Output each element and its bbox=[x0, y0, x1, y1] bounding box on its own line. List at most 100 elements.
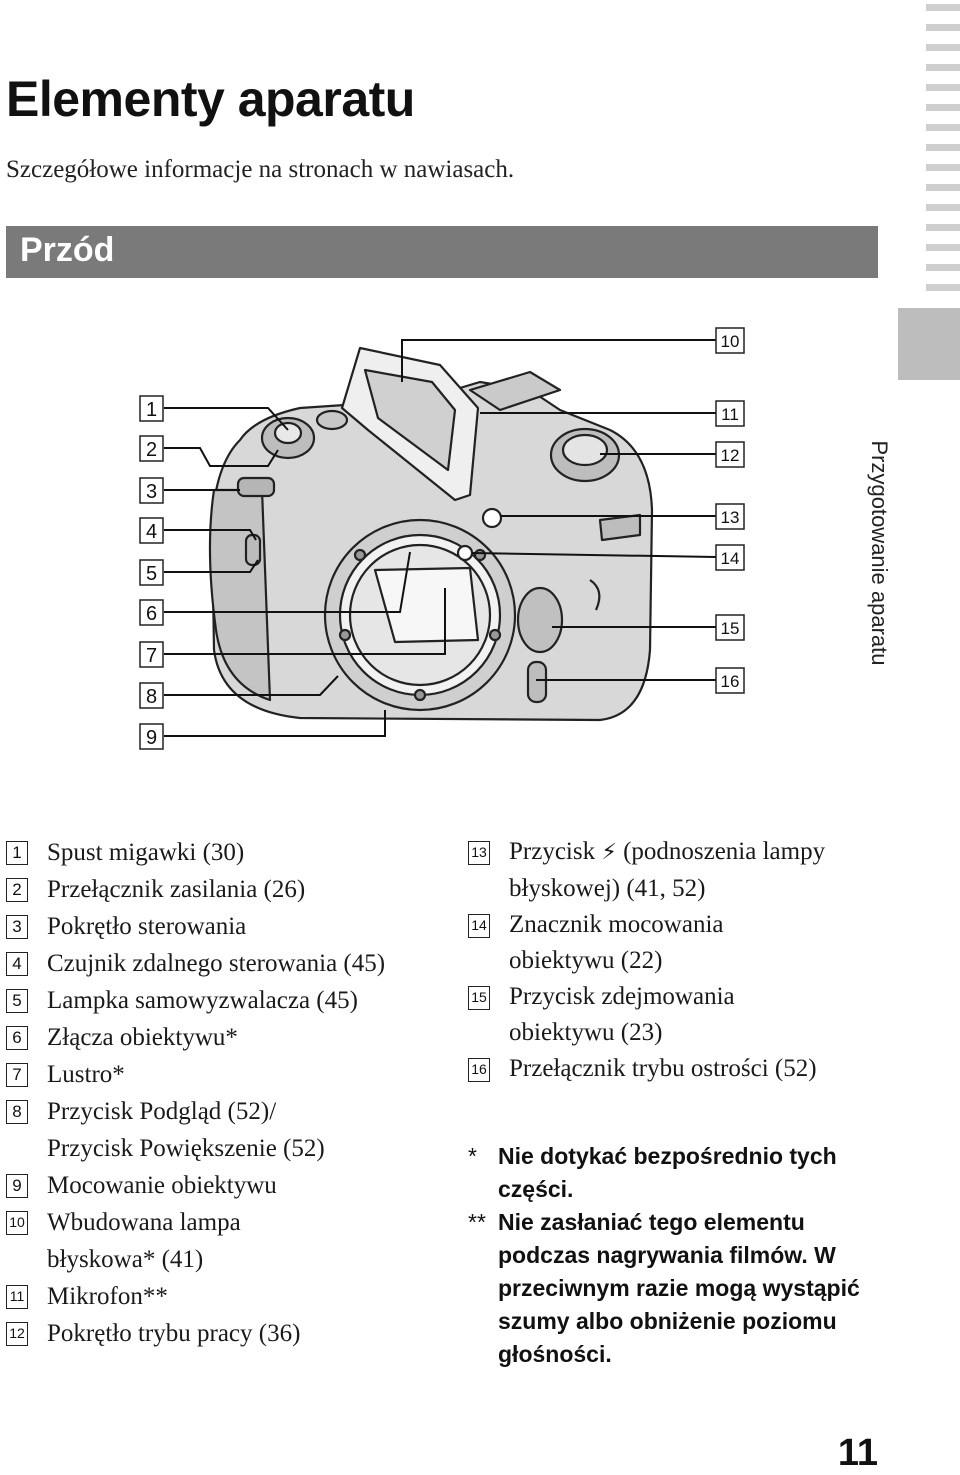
callout-label: 11 bbox=[721, 405, 739, 424]
footnote: ** Nie zasłaniać tego elementu podczas na… bbox=[468, 1206, 888, 1371]
callout-label: 16 bbox=[721, 672, 740, 691]
callout-label: 1 bbox=[146, 399, 157, 421]
callout-label: 9 bbox=[146, 727, 157, 749]
legend-number: 3 bbox=[6, 915, 28, 939]
side-tab-marker bbox=[898, 308, 960, 380]
legend-item: 6 Złącza obiektywu* bbox=[6, 1019, 426, 1056]
mirror bbox=[373, 566, 480, 644]
callout-label: 7 bbox=[146, 645, 157, 667]
legend-item: 5 Lampka samowyzwalacza (45) bbox=[6, 982, 426, 1019]
legend-text-before: Przycisk bbox=[509, 838, 596, 865]
legend-number: 16 bbox=[468, 1058, 490, 1082]
callout-label: 3 bbox=[146, 481, 157, 503]
callout-10: 10 bbox=[715, 327, 745, 354]
legend-text: Czujnik zdalnego sterowania (45) bbox=[47, 950, 386, 977]
legend-text: Pokrętło sterowania bbox=[47, 913, 247, 940]
legend-text: Wbudowana lampa błyskowa* (41) bbox=[47, 1209, 241, 1273]
legend-number: 10 bbox=[6, 1211, 28, 1235]
section-header: Przód bbox=[6, 226, 878, 278]
legend-number: 15 bbox=[468, 986, 490, 1010]
legend-item: 15 Przycisk zdejmowania obiektywu (23) bbox=[468, 979, 888, 1051]
legend-text: Przycisk ⚡ (podnoszenia lampy błyskowej)… bbox=[509, 834, 888, 907]
flash-icon: ⚡ bbox=[601, 840, 617, 865]
page-title: Elementy aparatu bbox=[6, 71, 415, 127]
legend-item: 9 Mocowanie obiektywu bbox=[6, 1167, 426, 1204]
page-subtitle: Szczegółowe informacje na stronach w naw… bbox=[6, 156, 515, 183]
legend-left: 1 Spust migawki (30) 2 Przełącznik zasilan… bbox=[6, 834, 426, 1352]
legend-number: 9 bbox=[6, 1174, 28, 1198]
callout-4: 4 bbox=[139, 517, 164, 544]
callout-2: 2 bbox=[139, 435, 164, 462]
callouts-right: 10 11 12 13 14 15 16 bbox=[715, 327, 745, 694]
legend-number: 5 bbox=[6, 989, 28, 1013]
legend-number: 7 bbox=[6, 1063, 28, 1087]
decorative-stripes bbox=[926, 0, 960, 300]
callout-label: 4 bbox=[146, 521, 157, 543]
legend-text: Przełącznik zasilania (26) bbox=[47, 876, 306, 903]
callout-15: 15 bbox=[715, 614, 745, 641]
legend-text: Przycisk Podgląd (52)/ Przycisk Powiększ… bbox=[47, 1098, 325, 1162]
callout-label: 15 bbox=[721, 619, 740, 638]
callout-label: 14 bbox=[721, 549, 740, 568]
legend-item: 1 Spust migawki (30) bbox=[6, 834, 426, 871]
legend-item: 2 Przełącznik zasilania (26) bbox=[6, 871, 426, 908]
legend-number: 8 bbox=[6, 1100, 28, 1124]
legend-text: Przełącznik trybu ostrości (52) bbox=[509, 1055, 817, 1082]
legend-text-after: (podnoszenia lampy błyskowej) (41, 52) bbox=[509, 838, 826, 902]
legend-number: 2 bbox=[6, 878, 28, 902]
legend-item: 7 Lustro* bbox=[6, 1056, 426, 1093]
footnote-text: Nie zasłaniać tego elementu podczas nagr… bbox=[498, 1209, 860, 1367]
legend-number: 4 bbox=[6, 952, 28, 976]
callout-6: 6 bbox=[139, 599, 164, 626]
legend-item: 16 Przełącznik trybu ostrości (52) bbox=[468, 1051, 888, 1087]
legend-text: Lustro* bbox=[47, 1061, 125, 1088]
callout-label: 12 bbox=[721, 446, 740, 465]
callout-label: 8 bbox=[146, 686, 157, 708]
camera-front-diagram: 1 2 3 4 5 6 7 8 9 10 11 12 13 14 15 16 bbox=[139, 327, 745, 750]
legend-number: 14 bbox=[468, 914, 490, 938]
callout-label: 13 bbox=[721, 508, 740, 527]
callout-3: 3 bbox=[139, 477, 164, 504]
legend-number: 12 bbox=[6, 1322, 28, 1346]
legend-item: 12 Pokrętło trybu pracy (36) bbox=[6, 1315, 426, 1352]
callout-label: 5 bbox=[146, 563, 157, 585]
callouts-left: 1 2 3 4 5 6 7 8 9 bbox=[139, 395, 164, 750]
legend-number: 11 bbox=[6, 1285, 28, 1309]
legend-item: 14 Znacznik mocowania obiektywu (22) bbox=[468, 907, 888, 979]
callout-11: 11 bbox=[715, 400, 745, 427]
legend-item: 13 Przycisk ⚡ (podnoszenia lampy błyskowe… bbox=[468, 834, 888, 907]
legend-number: 6 bbox=[6, 1026, 28, 1050]
legend-text: Spust migawki (30) bbox=[47, 839, 245, 866]
callout-7: 7 bbox=[139, 641, 164, 668]
callout-12: 12 bbox=[715, 441, 745, 468]
footnote-mark: ** bbox=[468, 1209, 486, 1235]
callout-14: 14 bbox=[715, 544, 745, 571]
page-number: 11 bbox=[837, 1432, 878, 1474]
section-title: Przód bbox=[20, 231, 115, 269]
callout-8: 8 bbox=[139, 682, 164, 709]
legend-item: 10 Wbudowana lampa błyskowa* (41) bbox=[6, 1204, 426, 1278]
footnote-mark: * bbox=[468, 1143, 477, 1169]
callout-label: 10 bbox=[721, 332, 740, 351]
legend-text: Pokrętło trybu pracy (36) bbox=[47, 1320, 301, 1347]
callout-16: 16 bbox=[715, 667, 745, 694]
legend-number: 13 bbox=[468, 841, 490, 865]
legend-text: Znacznik mocowania obiektywu (22) bbox=[509, 911, 724, 974]
callout-9: 9 bbox=[139, 723, 164, 750]
callout-label: 6 bbox=[146, 603, 157, 625]
legend-item: 3 Pokrętło sterowania bbox=[6, 908, 426, 945]
legend-text: Złącza obiektywu* bbox=[47, 1024, 238, 1051]
footnote-text: Nie dotykać bezpośrednio tych części. bbox=[498, 1143, 837, 1202]
legend-text: Przycisk zdejmowania obiektywu (23) bbox=[509, 983, 735, 1046]
legend-number: 1 bbox=[6, 841, 28, 865]
legend-item: 8 Przycisk Podgląd (52)/ Przycisk Powięks… bbox=[6, 1093, 426, 1167]
legend-item: 11 Mikrofon** bbox=[6, 1278, 426, 1315]
legend-text: Lampka samowyzwalacza (45) bbox=[47, 987, 358, 1014]
callout-5: 5 bbox=[139, 559, 164, 586]
legend-right: 13 Przycisk ⚡ (podnoszenia lampy błyskowe… bbox=[468, 834, 888, 1087]
callout-label: 2 bbox=[146, 439, 157, 461]
footnote: * Nie dotykać bezpośrednio tych części. bbox=[468, 1140, 888, 1206]
legend-text: Mocowanie obiektywu bbox=[47, 1172, 277, 1199]
legend-text: Mikrofon** bbox=[47, 1283, 168, 1310]
footnotes: * Nie dotykać bezpośrednio tych części. *… bbox=[468, 1140, 888, 1371]
